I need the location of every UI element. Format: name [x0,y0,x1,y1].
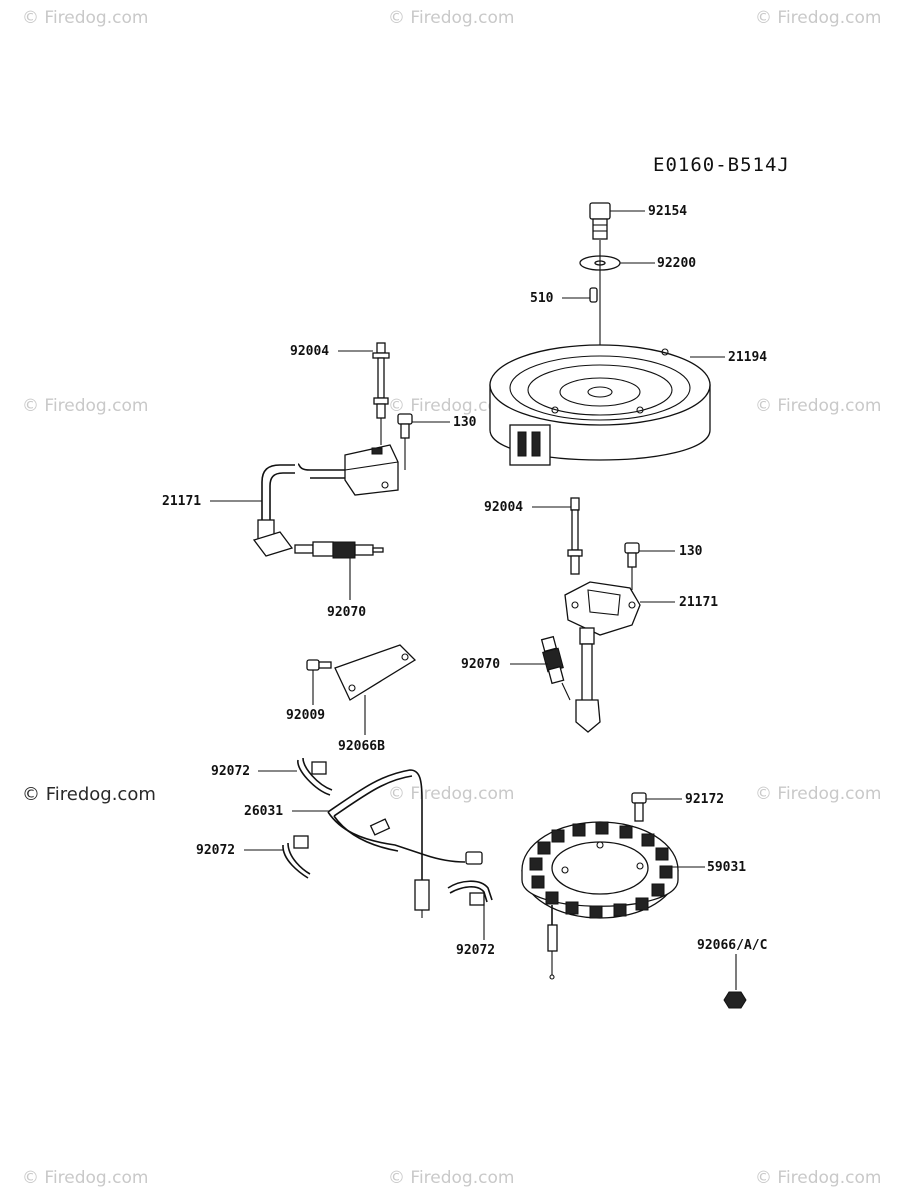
watermark: © Firedog.com [755,8,882,28]
label-92070-left: 92070 [327,605,367,620]
watermark: © Firedog.com [22,784,156,805]
label-92072-b: 92072 [196,843,236,858]
watermark: © Firedog.com [388,1168,515,1188]
watermark: © Firedog.com [755,784,882,804]
label-92070-right: 92070 [461,657,501,672]
label-21194: 21194 [728,350,768,365]
plate-92066B [334,644,417,701]
label-21171-left: 21171 [162,494,202,509]
label-510: 510 [530,291,554,306]
watermark: © Firedog.com [388,8,515,28]
spark-plug-92070-right [540,635,571,701]
screw-92009 [306,659,332,671]
label-130-right: 130 [679,544,703,559]
watermark: © Firedog.com [22,396,149,416]
ignition-coil-21171-right [564,581,641,733]
label-130-left: 130 [453,415,477,430]
bolt-92172 [631,792,647,822]
watermark: © Firedog.com [755,396,882,416]
stud-92004-left [372,342,390,419]
label-92172: 92172 [685,792,725,807]
watermark: © Firedog.com [388,784,515,804]
label-92154: 92154 [648,204,688,219]
stud-92004-right [567,497,583,575]
watermark: © Firedog.com [22,8,149,28]
nut-92066 [723,991,747,1009]
clamp-92072-c [447,880,493,906]
label-92009: 92009 [286,708,326,723]
label-92200: 92200 [657,256,697,271]
wire-harness-26031 [327,769,483,918]
label-92072-a: 92072 [211,764,251,779]
clamp-92072-b [282,835,311,879]
stator-59031 [521,821,679,980]
label-59031: 59031 [707,860,747,875]
diagram-code: E0160-B514J [653,154,790,176]
spark-plug-92070-left [294,541,384,559]
label-92066B: 92066B [338,739,385,754]
ignition-coil-21171-left [252,444,399,557]
watermark: © Firedog.com [388,396,515,416]
flywheel-21194 [489,344,711,466]
label-92004-right: 92004 [484,500,524,515]
watermark: © Firedog.com [22,1168,149,1188]
label-92004-left: 92004 [290,344,330,359]
label-26031: 26031 [244,804,284,819]
clamp-92072-a [297,757,333,796]
watermark: © Firedog.com [755,1168,882,1188]
bolt-92154 [589,202,611,240]
label-92072-c: 92072 [456,943,496,958]
label-92066-A-C: 92066/A/C [697,938,768,953]
bolt-130-right [624,542,640,568]
label-21171-right: 21171 [679,595,719,610]
bolt-130-left [397,413,413,439]
key-510 [589,287,598,303]
